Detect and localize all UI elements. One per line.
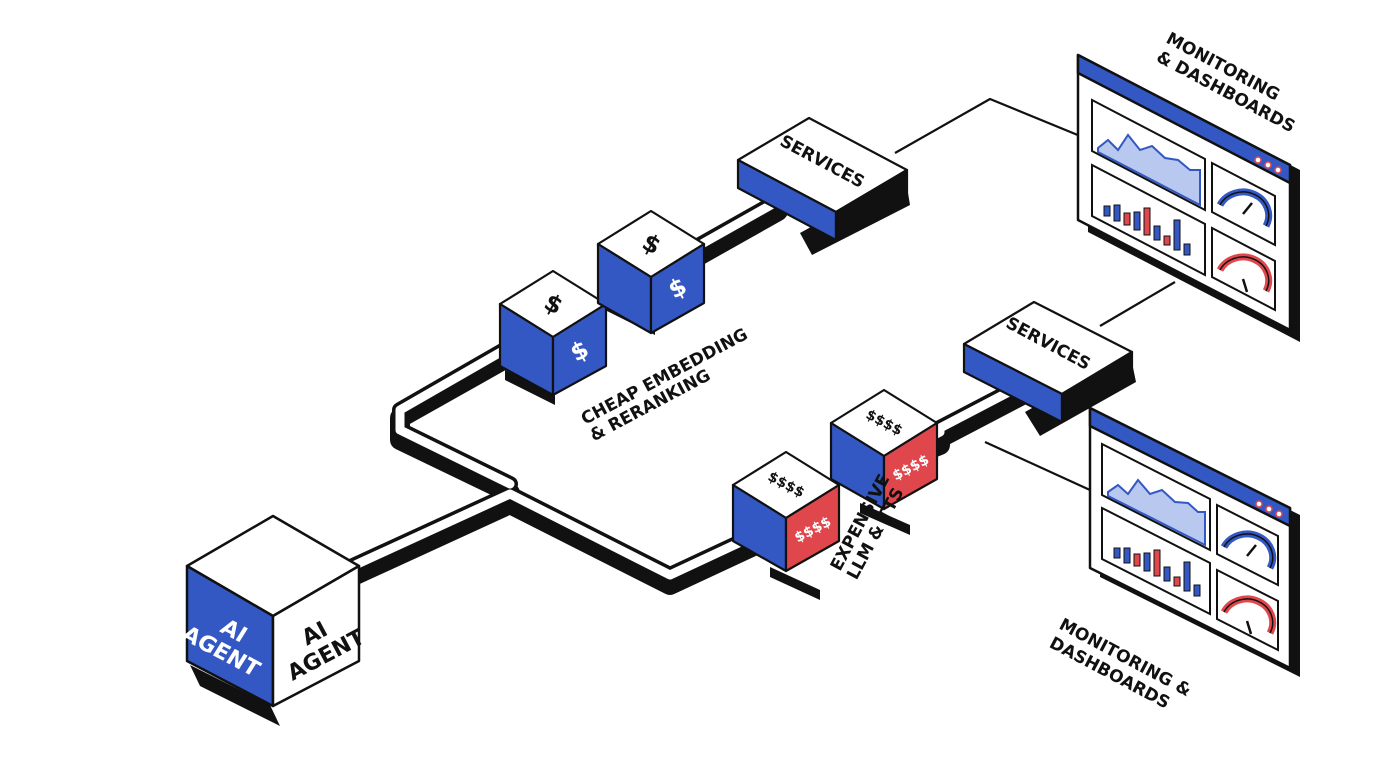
window-dot-icon [1275,510,1283,518]
window-dot-icon [1274,166,1282,174]
dashboard-bottom-label: MONITORING &DASHBOARDS [1046,615,1195,720]
cheap-cube-2: $ $ [596,209,706,335]
pipe-bottom-shadow [330,494,770,595]
cheap-cube-1: $ $ [498,269,608,405]
box-side-face [834,168,909,242]
pipe-segment-inner-2 [695,196,783,250]
gauge-panel-red [1211,226,1276,312]
box-side-face [1060,350,1134,424]
bar-chart-bars [1113,547,1201,597]
cube-side-face [271,564,361,708]
connector-dashboard-to-bottom-services [1099,281,1176,327]
window-dot-icon [1265,505,1273,513]
expensive-cube-1: $$$$ $$$$ [731,450,841,600]
pipe-bottom-inner [335,489,765,580]
gauge-panel-red [1216,568,1279,652]
expensive-cube-2: $$$$ $$$$ [829,388,939,535]
bar-chart-bars [1103,204,1191,256]
cube-side-face [551,302,608,397]
dashboard-title-bar [1076,53,1292,185]
cube-shadow [190,665,280,726]
window-dot-icon [1255,500,1263,508]
line-chart-area [1107,478,1206,547]
services-box-top: SERVICES [736,116,910,255]
gauge-panel-blue [1216,503,1279,587]
gauge-panel-blue [1211,161,1276,247]
pipe-top-inner [395,313,565,489]
connector-lines [894,97,1176,492]
line-chart-area [1097,133,1201,207]
pipe-segment-shadow-4 [930,382,1038,448]
connector-bottom-services-to-dashboard [984,440,1091,492]
dashboard-title-bar [1088,406,1292,528]
window-dot-icon [1264,161,1272,169]
cube-side-face [784,483,841,573]
ai-agent-cube: AIAGENT AIAGENT [177,514,369,726]
dashboard-panel-top [1076,53,1300,342]
cube-side-face [649,242,706,335]
pipe-segment-shadow-2 [690,201,788,265]
services-box-bottom: SERVICES [962,300,1136,436]
cube-side-face [882,421,939,511]
dashboard-panel-bottom [1088,406,1300,677]
window-dot-icon [1254,156,1262,164]
connector-top-services-to-dashboard [894,97,1086,154]
